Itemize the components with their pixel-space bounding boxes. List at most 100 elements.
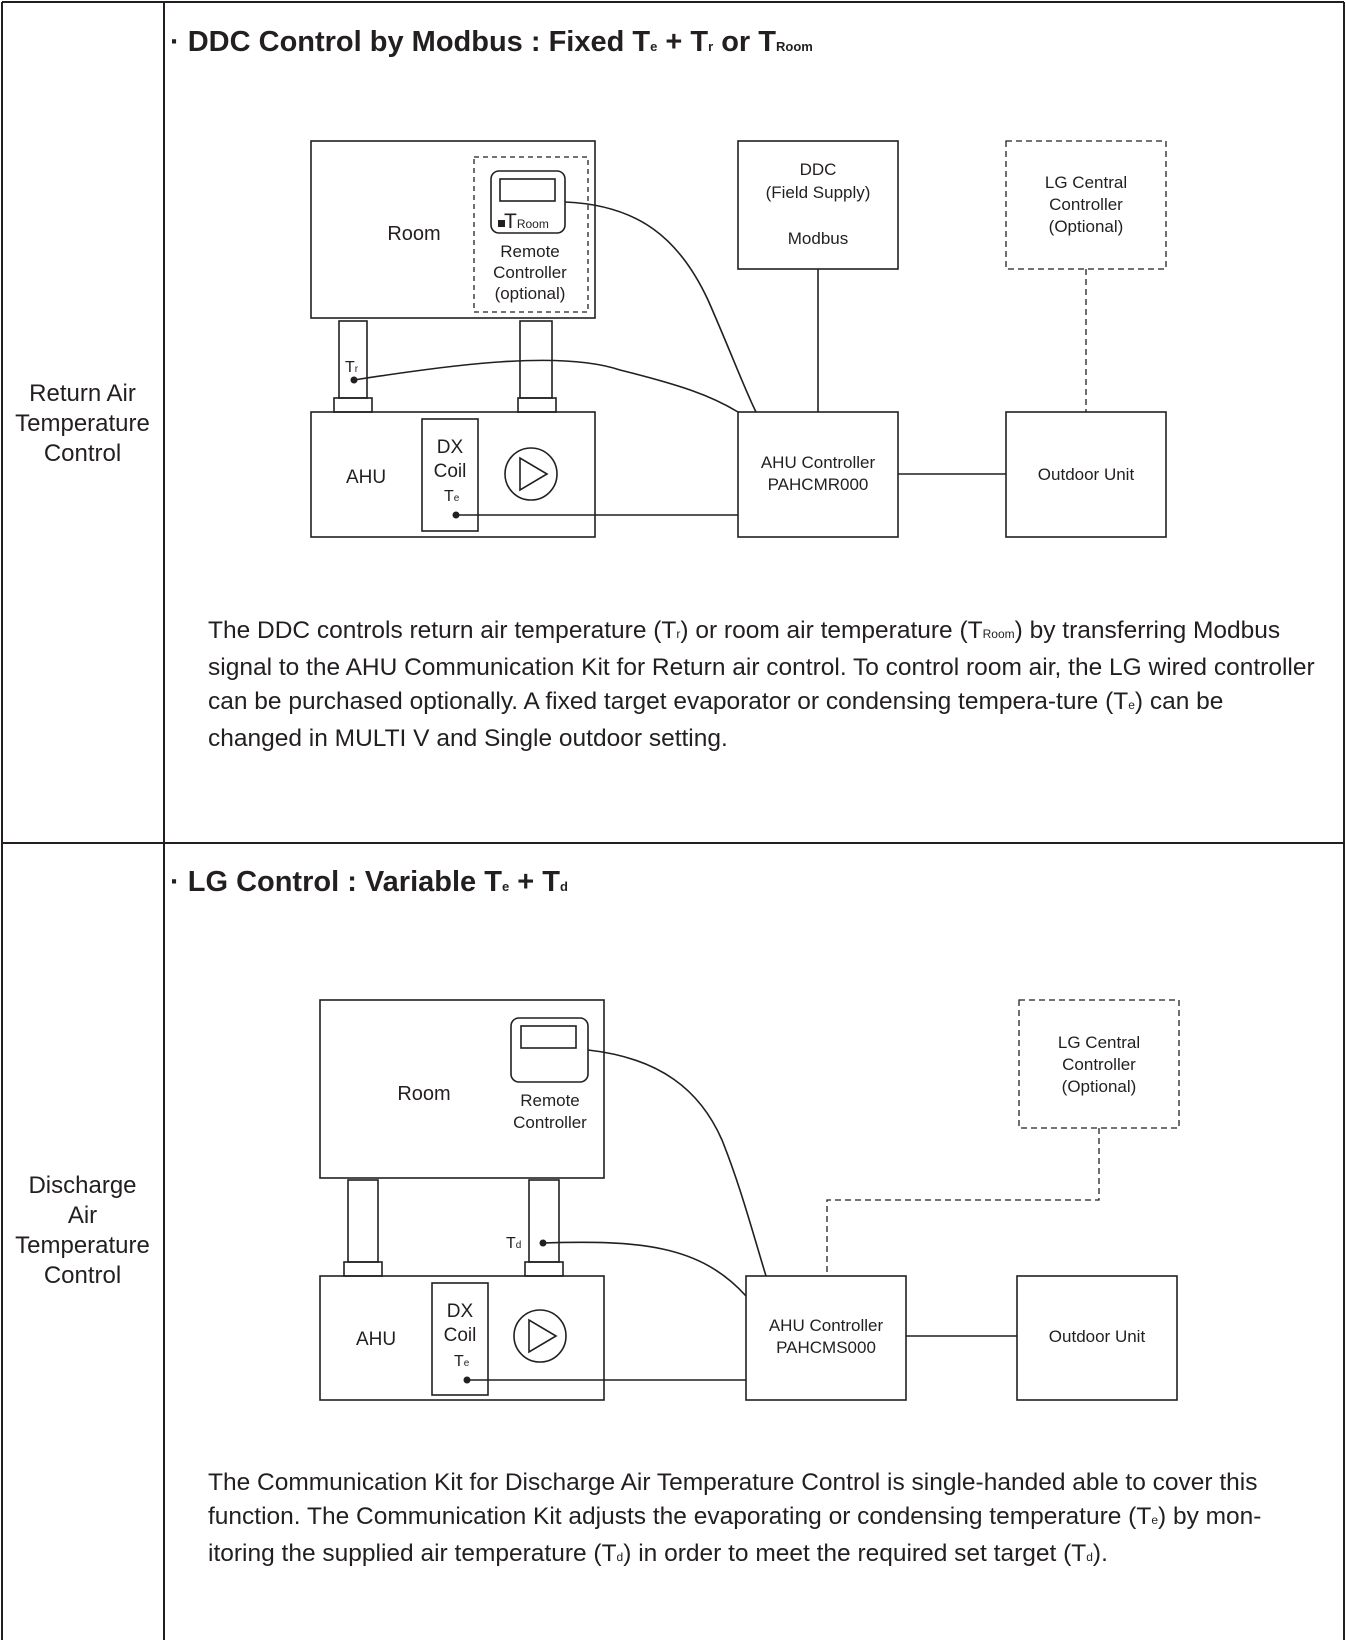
heading-text: + T <box>657 26 709 58</box>
row-label-discharge-air: Discharge Air Temperature Control <box>0 1171 165 1291</box>
ahu-label: AHU <box>356 1329 396 1350</box>
controller-label-line: AHU Controller <box>769 1316 884 1335</box>
fan-triangle <box>519 456 549 492</box>
central-label-line: Controller <box>1049 195 1123 214</box>
controller-label-line: AHU Controller <box>761 453 876 472</box>
remote-to-controller-wire <box>587 1049 767 1277</box>
ddc-label-line: Modbus <box>788 229 848 248</box>
duct-flange-left <box>343 1261 383 1277</box>
row-label-line: Control <box>43 440 122 467</box>
te-label: Te <box>444 488 460 505</box>
heading-text: DDC Control by Modbus : Fixed T <box>187 26 651 58</box>
heading-subscript: e <box>650 39 658 54</box>
remote-dashed-outline <box>473 156 589 313</box>
remote-display <box>499 178 556 202</box>
row-label-line: Discharge <box>28 1172 137 1199</box>
diagram-discharge-air: Room Remote Controller LG Central Contro… <box>319 999 1180 1401</box>
heading-subscript: e <box>501 879 510 894</box>
te-sensor-dot <box>463 1376 471 1384</box>
te-label: Te <box>454 1353 470 1370</box>
heading-text: or T <box>713 26 776 58</box>
paragraph-subscript: e <box>1151 1513 1158 1527</box>
ddc-label-line: (Field Supply) <box>766 183 871 202</box>
remote-marker <box>498 220 505 227</box>
central-label-line: (Optional) <box>1062 1077 1137 1096</box>
ddc-label-line: DDC <box>800 160 837 179</box>
row-label-line: Air <box>67 1202 98 1229</box>
heading-subscript: r <box>708 39 714 54</box>
outdoor-unit-box <box>1016 1275 1178 1401</box>
row-label-line: Temperature <box>15 1232 150 1259</box>
bullet: · <box>170 866 180 898</box>
section-heading-ddc: · DDC Control by Modbus : Fixed Te + Tr … <box>170 26 813 59</box>
row-label-line: Temperature <box>15 410 150 437</box>
tr-sensor-wire <box>353 359 739 413</box>
paragraph-subscript: e <box>1128 698 1135 712</box>
row-label-line: Return Air <box>29 380 136 407</box>
room-label: Room <box>397 1083 450 1105</box>
remote-label-line: Remote <box>520 1091 580 1110</box>
remote-label-line: Remote <box>500 242 560 261</box>
duct-left <box>347 1179 379 1263</box>
fan-circle <box>504 447 558 501</box>
coil-label-line: Coil <box>434 461 467 482</box>
paragraph-text: ) can be changed in MULTI V and Single o… <box>208 688 1224 752</box>
fan-triangle <box>528 1318 558 1354</box>
remote-to-controller-wire <box>564 201 757 413</box>
coil-label-line: Coil <box>444 1325 477 1346</box>
room-box <box>319 999 605 1179</box>
paragraph-text: The DDC controls return air temperature … <box>208 617 677 644</box>
heading-text: LG Control : Variable T <box>187 866 502 898</box>
remote-label-line: Controller <box>493 263 567 282</box>
paragraph-subscript: d <box>1086 1550 1093 1564</box>
duct-right <box>528 1179 560 1263</box>
outdoor-label: Outdoor Unit <box>1038 465 1135 484</box>
td-sensor-wire <box>542 1241 747 1297</box>
td-sensor-dot <box>539 1239 547 1247</box>
row-label-return-air: Return Air Temperature Control <box>0 379 165 469</box>
ahu-box <box>319 1275 605 1401</box>
controller-label-line: PAHCMS000 <box>776 1338 876 1357</box>
paragraph-subscript: r <box>676 627 681 641</box>
te-sensor-dot <box>452 511 460 519</box>
dx-coil-box <box>431 1282 489 1396</box>
remote-display <box>520 1025 577 1049</box>
paragraph-text: ) by transferring Modbus signal to the A… <box>208 617 1315 715</box>
heading-subscript: d <box>559 879 568 894</box>
duct-right <box>519 320 553 399</box>
paragraph-text: ) or room air temperature (T <box>680 617 983 644</box>
paragraph-text: The Communication Kit for Discharge Air … <box>208 1469 1258 1530</box>
bullet: · <box>170 26 180 58</box>
central-label-line: LG Central <box>1045 173 1127 192</box>
td-label: Td <box>506 1235 521 1252</box>
diagram-return-air: Room TRoom Remote Controller (optional) … <box>310 140 1167 538</box>
dx-coil-box <box>421 418 479 532</box>
outdoor-label: Outdoor Unit <box>1049 1327 1146 1346</box>
tr-label: Tr <box>345 359 359 376</box>
room-label: Room <box>387 223 440 245</box>
remote-label-line: Controller <box>513 1113 587 1132</box>
t-room-label: TRoom <box>504 210 549 233</box>
tr-sensor-dot <box>350 376 358 384</box>
central-controller-box <box>1018 999 1180 1129</box>
central-label-line: LG Central <box>1058 1033 1140 1052</box>
heading-subscript: Room <box>776 39 813 54</box>
heading-text: + T <box>509 866 560 898</box>
coil-label-line: DX <box>447 1301 474 1322</box>
paragraph-text: ) in order to meet the required set targ… <box>623 1540 1087 1567</box>
section-heading-lg-control: · LG Control : Variable Te + Td <box>170 866 568 899</box>
room-box <box>310 140 596 319</box>
description-paragraph-return-air: The DDC controls return air temperature … <box>208 614 1318 756</box>
ahu-controller-box <box>745 1275 907 1401</box>
central-label-line: Controller <box>1062 1055 1136 1074</box>
remote-label-line: (optional) <box>495 284 566 303</box>
fan-circle <box>513 1309 567 1363</box>
central-controller-box <box>1005 140 1167 270</box>
row-label-line: Control <box>43 1262 122 1289</box>
coil-label-line: DX <box>437 437 464 458</box>
central-label-line: (Optional) <box>1049 217 1124 236</box>
ahu-label: AHU <box>346 467 386 488</box>
ahu-box <box>310 411 596 538</box>
paragraph-text: ). <box>1092 1540 1108 1567</box>
